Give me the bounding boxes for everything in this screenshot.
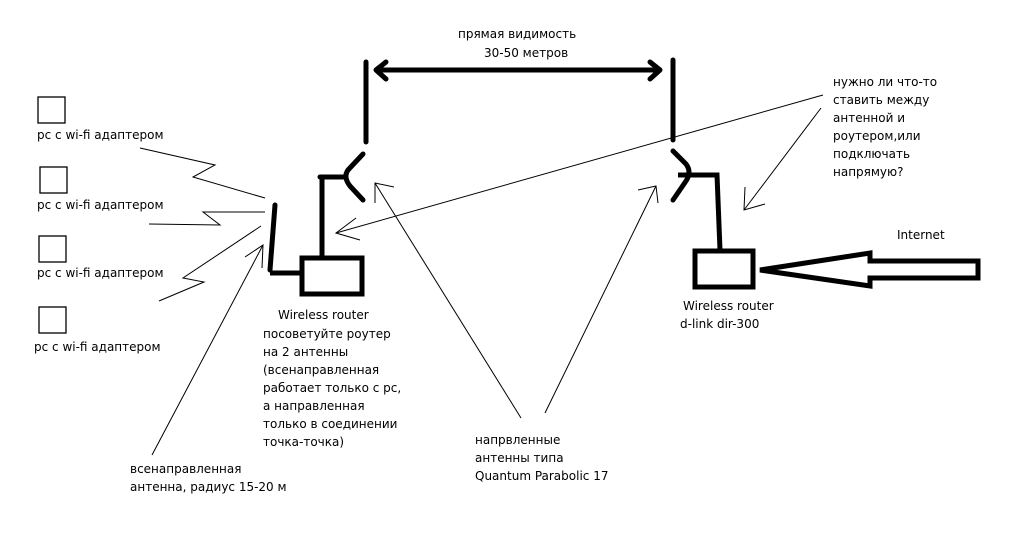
internet-arrow xyxy=(759,250,981,289)
right-router-title: Wireless router xyxy=(683,299,774,313)
question-line-4: роутером,или xyxy=(833,129,921,143)
pc-label-4: pc c wi-fi адаптером xyxy=(34,340,161,354)
dir-pointer-right xyxy=(544,185,657,414)
question-pointer-left-head xyxy=(334,217,361,241)
left-router-title: Wireless router xyxy=(278,308,369,322)
left-router-note-1: посоветуйте роутер xyxy=(263,327,391,341)
dir-pointer-left xyxy=(374,182,522,419)
omni-antenna-label-2: антенна, радиус 15-20 м xyxy=(130,480,287,494)
left-router-note-4: работает только с pc, xyxy=(263,381,402,395)
dir-pointer-left-head xyxy=(374,182,395,203)
omni-antenna xyxy=(267,202,278,273)
wifi-link-2 xyxy=(148,211,265,226)
left-router-note-2: на 2 антенны xyxy=(263,345,349,359)
line-of-sight-label: прямая видимость xyxy=(458,27,577,41)
question-pointer-left-router xyxy=(335,94,824,234)
pc-icon-1 xyxy=(37,96,66,124)
question-line-6: напрямую? xyxy=(833,165,904,179)
left-router-icon xyxy=(299,255,365,297)
right-dish-antenna xyxy=(670,148,692,203)
right-router-icon xyxy=(692,248,756,290)
pc-icon-2 xyxy=(39,166,68,194)
distance-label: 30-50 метров xyxy=(484,46,569,60)
left-dish-antenna xyxy=(343,151,366,203)
left-router-note-6: только в соединении xyxy=(263,417,398,431)
omni-pointer-head xyxy=(244,244,264,269)
pc-label-1: pc c wi-fi адаптером xyxy=(37,128,164,142)
right-router-model: d-link dir-300 xyxy=(680,317,760,331)
question-pointer-right-head xyxy=(743,186,766,211)
dir-pointer-right-head xyxy=(637,185,659,204)
left-router-note-5: а направленная xyxy=(263,399,365,413)
pc-label-2: pc c wi-fi адаптером xyxy=(37,198,164,212)
left-router-note-3: (всенаправленная xyxy=(263,363,380,377)
omni-antenna-label-1: всенаправленная xyxy=(130,462,242,476)
pc-label-3: pc c wi-fi адаптером xyxy=(37,266,164,280)
question-pointer-right-router xyxy=(743,107,822,211)
question-line-2: ставить между xyxy=(833,93,930,107)
arrowhead-left xyxy=(373,59,389,82)
arrowhead-right xyxy=(647,59,663,82)
omni-pointer xyxy=(151,244,264,456)
directional-label-1: напрвленные xyxy=(475,433,561,447)
directional-label-2: антенны типа xyxy=(475,451,564,465)
wifi-link-1 xyxy=(139,147,266,199)
directional-label-3: Quantum Parabolic 17 xyxy=(475,469,609,483)
pc-icon-3 xyxy=(38,235,67,263)
left-router-note-7: точка-точка) xyxy=(263,435,345,449)
right-dish-cable xyxy=(678,172,723,251)
question-line-1: нужно ли что-то xyxy=(833,75,938,89)
wifi-link-3 xyxy=(158,225,262,302)
question-line-5: подключать xyxy=(833,147,911,161)
internet-label: Internet xyxy=(897,228,945,242)
question-line-3: антенной и xyxy=(833,111,906,125)
pc-icon-4 xyxy=(38,306,67,334)
